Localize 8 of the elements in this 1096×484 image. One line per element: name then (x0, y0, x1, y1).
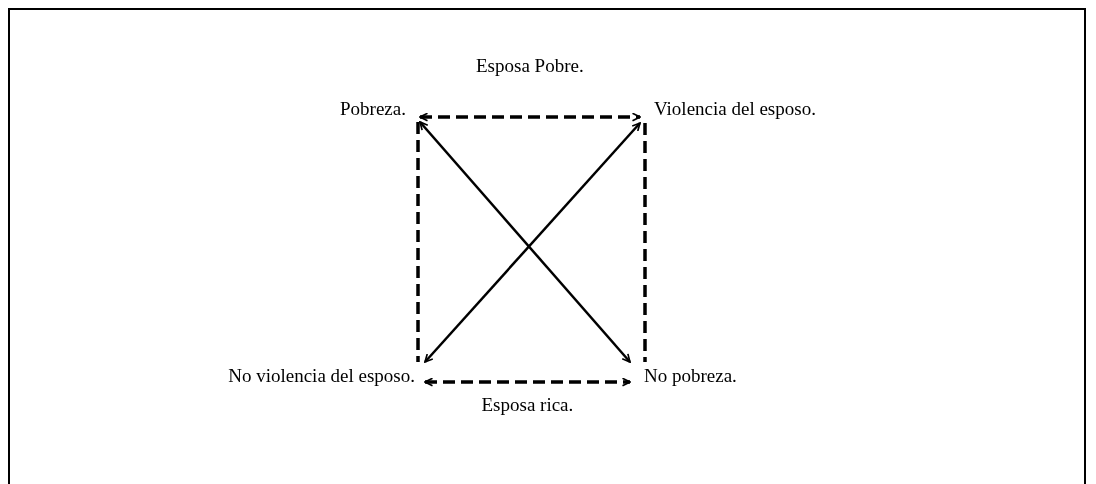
concept-label: Pobreza. (340, 97, 406, 120)
concept-label: No pobreza. (644, 365, 737, 387)
concept-label: No violencia del esposo. (228, 365, 415, 387)
arrow (419, 112, 641, 122)
connector-line (416, 122, 420, 362)
concept-label: Violencia del esposo. (654, 98, 816, 120)
arrow (424, 377, 631, 387)
connector-line (643, 123, 647, 362)
